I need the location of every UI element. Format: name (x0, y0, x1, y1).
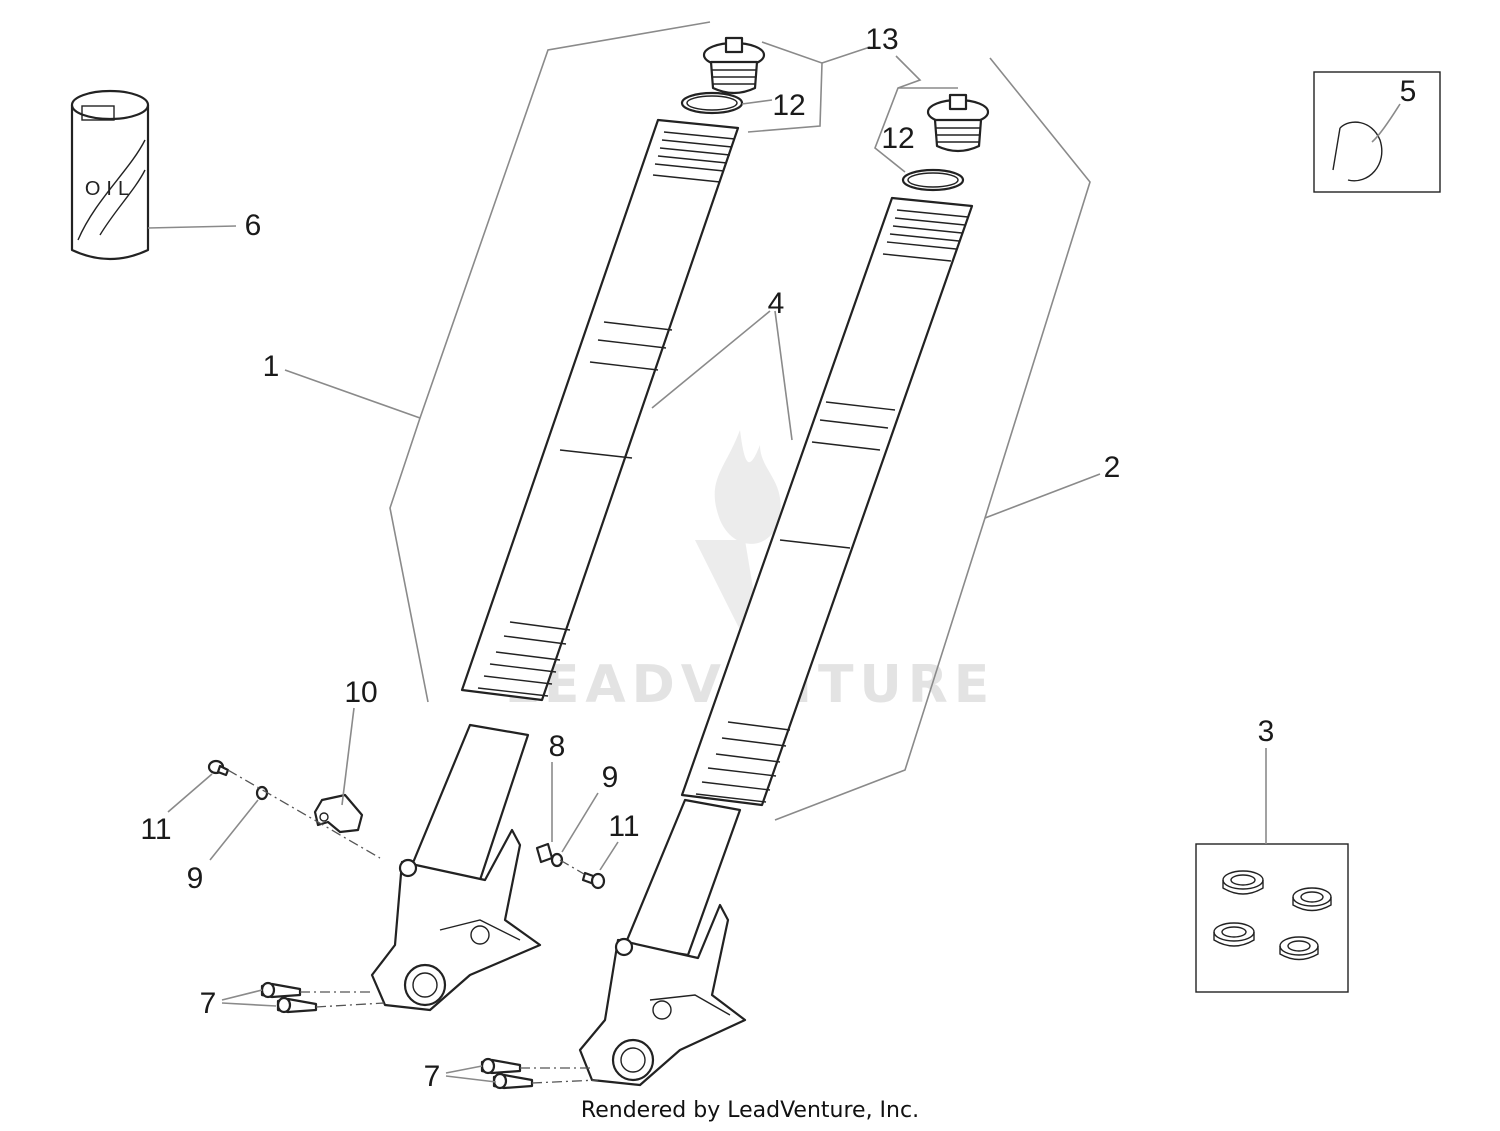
callout-6: 6 (245, 209, 262, 242)
callout-11-right: 11 (608, 810, 639, 843)
callout-9-right: 9 (602, 761, 619, 794)
watermark-v-icon (695, 540, 805, 640)
callout-5: 5 (1400, 75, 1417, 108)
oil-label: OIL (85, 178, 135, 200)
callout-10: 10 (344, 676, 377, 709)
callout-2: 2 (1104, 451, 1121, 484)
part-9-right-washer[interactable] (550, 852, 564, 868)
part-3-seal-kit-box[interactable] (1195, 843, 1349, 993)
part-12-right-o-ring[interactable] (901, 168, 965, 192)
part-5-circlip-box[interactable] (1313, 71, 1441, 193)
part-7-right-bolts[interactable] (480, 1057, 534, 1090)
callout-13: 13 (865, 23, 898, 56)
footer-credit: Rendered by LeadVenture, Inc. (581, 1098, 919, 1123)
part-9-left-washer[interactable] (255, 785, 269, 801)
part-6-oil-bottle[interactable]: OIL (70, 89, 150, 261)
alignment-lines (227, 769, 599, 1084)
watermark-flame-icon (714, 430, 781, 544)
part-13-left-top-cap[interactable] (702, 36, 766, 95)
leader-lines (147, 21, 1401, 1083)
callout-12-right: 12 (881, 122, 914, 155)
part-12-left-o-ring[interactable] (680, 91, 744, 115)
callout-labels: 1 2 3 4 5 6 7 7 8 9 9 10 11 11 12 12 13 (140, 23, 1416, 1093)
part-11-left-screw[interactable] (207, 759, 230, 777)
callout-4: 4 (768, 287, 785, 320)
part-1-left-fork-leg[interactable] (370, 118, 740, 1012)
callout-11-left: 11 (140, 813, 171, 846)
part-10-sensor[interactable] (313, 793, 364, 834)
callout-7-right: 7 (424, 1060, 441, 1093)
callout-3: 3 (1258, 715, 1275, 748)
callout-8: 8 (549, 730, 566, 763)
part-7-left-bolts[interactable] (260, 981, 318, 1014)
callout-1: 1 (263, 350, 280, 383)
part-2-right-fork-leg[interactable] (578, 196, 974, 1087)
callout-12-left: 12 (772, 89, 805, 122)
part-11-right-screw[interactable] (581, 871, 606, 890)
part-13-right-top-cap[interactable] (926, 93, 990, 153)
part-8-nut[interactable] (535, 842, 554, 864)
callout-7-left: 7 (200, 987, 217, 1020)
callout-9-left: 9 (187, 862, 204, 895)
